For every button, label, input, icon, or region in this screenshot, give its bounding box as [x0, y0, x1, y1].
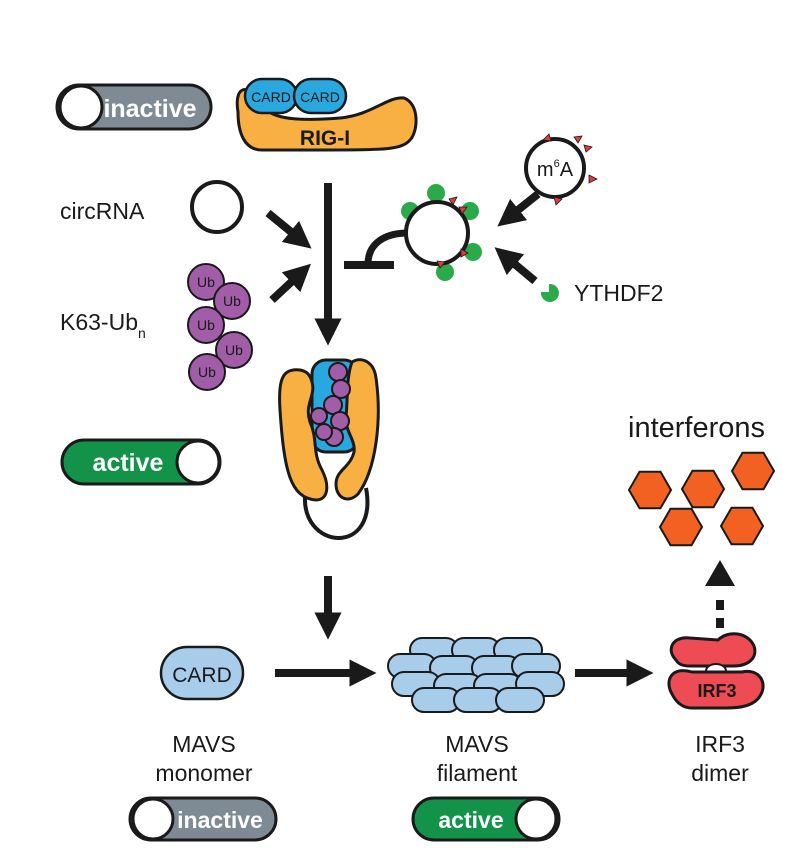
inhibition-line	[364, 229, 409, 265]
toggle-label: inactive	[103, 95, 196, 123]
toggle-knob	[131, 797, 175, 841]
toggle-label: active	[93, 449, 164, 477]
ythdf2-label: YTHDF2	[574, 280, 663, 306]
interferon-hexagon	[627, 470, 673, 510]
ythdf2-icon	[540, 283, 559, 302]
mavs-monomer: CARD	[159, 645, 245, 701]
toggle-knob	[175, 439, 221, 485]
ub-label: Ub	[197, 274, 215, 290]
ub-label: Ub	[197, 317, 215, 333]
mavs-filament	[387, 637, 565, 713]
rig-i-active-complex	[278, 358, 380, 541]
mavs-card-label: CARD	[172, 664, 232, 687]
interferons-label: interferons	[628, 412, 765, 444]
m6a-circrna: m6A	[524, 133, 598, 206]
circrna-circle	[190, 180, 244, 234]
circrna-arrow	[265, 209, 312, 249]
interferon-hexagons	[627, 451, 776, 547]
rig-i-label: RIG-I	[300, 127, 350, 150]
m6a-arrow	[497, 190, 541, 227]
interferon-hexagon	[719, 506, 765, 546]
rig-i-inactive: CARD CARD RIG-I	[235, 77, 418, 152]
ub-label: Ub	[198, 364, 216, 380]
mavs-filament-line1: MAVS	[445, 731, 508, 757]
irf3-dimer: IRF3	[667, 632, 765, 710]
modified-circrna	[401, 184, 482, 281]
ub-label: Ub	[223, 293, 241, 309]
ifn-arrowhead	[705, 560, 735, 586]
toggle-knob	[58, 84, 104, 130]
rig-active-toggle: active	[60, 438, 222, 486]
mavs-filament-line2: filament	[437, 760, 518, 786]
irf3-caption-line2: dimer	[691, 760, 749, 786]
toggle-label: inactive	[177, 807, 263, 833]
interferon-hexagon	[730, 451, 776, 491]
mavs-monomer-line2: monomer	[155, 760, 252, 786]
mavs-monomer-line1: MAVS	[172, 731, 235, 757]
mavs-inactive-toggle: inactive	[128, 796, 278, 842]
card-right-label: CARD	[300, 89, 340, 105]
interferon-hexagon	[658, 507, 704, 547]
k63-ub-label: K63-Ubn	[60, 309, 146, 341]
card-left-label: CARD	[251, 89, 291, 105]
irf3-protein-label: IRF3	[697, 681, 736, 701]
toggle-label: active	[438, 807, 503, 833]
ub-arrow	[269, 263, 311, 303]
irf3-caption-line1: IRF3	[695, 731, 745, 757]
toggle-knob	[514, 797, 558, 841]
m6a-label: m6A	[537, 158, 574, 181]
circrna-label: circRNA	[60, 198, 145, 224]
ub-label: Ub	[225, 342, 243, 358]
ubiquitin-chain: Ub Ub Ub Ub Ub	[187, 263, 253, 391]
rig-inactive-toggle: inactive	[55, 83, 213, 131]
ythdf2-arrow	[494, 247, 538, 285]
interferon-hexagon	[680, 469, 726, 509]
mavs-active-toggle: active	[411, 796, 561, 842]
